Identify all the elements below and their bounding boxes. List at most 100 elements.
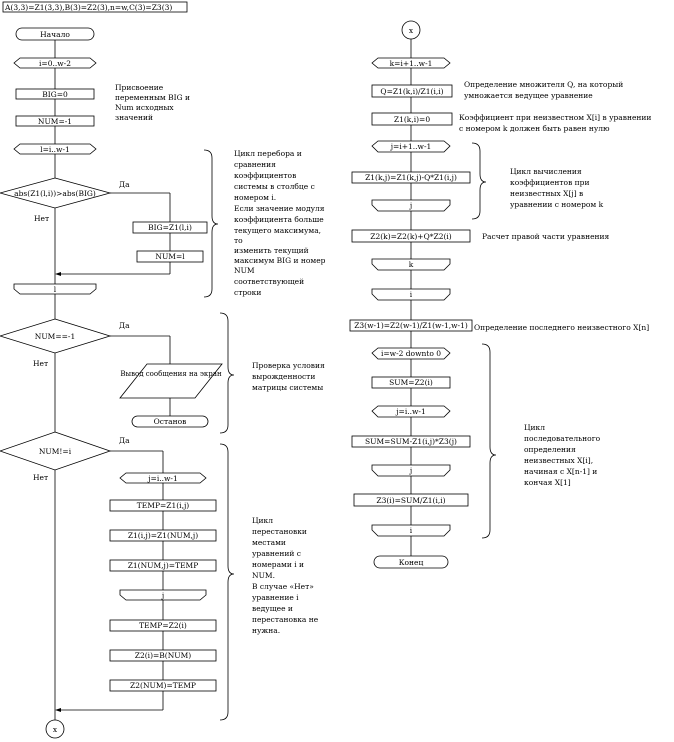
swap2-label: Z1(NUM,j)=TEMP [128,561,199,570]
note-coef: Цикл вычисления коэффициентов при неизве… [510,167,604,209]
big-set-label: BIG=Z1(l,i) [148,223,192,232]
swap3-label: Z2(i)=B(NUM) [135,651,192,660]
q-box [371,84,453,98]
start-terminal [15,27,95,41]
end-i-block [371,288,451,301]
note-rhs: Расчет правой части уравнения [482,232,610,241]
swap1-box [109,529,217,542]
brace-check [219,312,235,434]
abs-yes-label: Да [119,180,130,189]
num-yes-label: Да [119,321,130,330]
z1-upd-label: Z1(k,j)=Z1(k,j)-Q*Z1(i,j) [365,173,457,182]
z2-upd-label: Z2(k)=Z2(k)+Q*Z2(i) [370,232,452,241]
loop-k-block [371,57,451,69]
end-j-label: j [161,591,164,600]
note-compare: Цикл перебора и сравнения коэффициентов … [234,149,328,297]
neq-decision [0,431,112,471]
z3-last-label: Z3(w-1)=Z2(w-1)/Z1(w-1,w-1) [354,321,468,330]
num-decision [0,318,112,354]
loop-j-right-label: j=i+1..w-1 [390,142,432,151]
title-box [2,1,188,13]
brace-coef [471,142,487,220]
num-init-label: NUM=-1 [38,117,72,126]
start-label: Начало [40,30,70,39]
temp1-box [109,499,217,512]
z1-zero-box [371,112,453,126]
abs-decision [0,177,112,209]
sum-init-label: SUM=Z2(i) [389,378,433,387]
swap4-box [109,679,217,692]
temp2-label: TEMP=Z2(i) [139,621,187,630]
connector-x-bottom [45,719,65,739]
end-i2-label: i [410,526,413,535]
output-label: Вывод сообщения на экран [120,370,222,378]
note-swap: Цикл перестановки местами уравнений с но… [252,516,321,635]
end-l-label: l [54,285,57,294]
num-set-label: NUM=l [155,252,185,261]
loop-i-block [13,57,97,69]
connector-x-top [401,20,421,40]
title-text: A(3,3)=Z1(3,3),B(3)=Z2(3),n=w,C(3)=Z3(3) [4,3,172,12]
sum-init-box [371,376,451,389]
num-no-label: Нет [33,359,48,368]
note-back: Цикл последовательного определения неизв… [524,423,603,487]
end-k-label: k [409,260,414,269]
loop-k-label: k=i+1..w-1 [390,59,433,68]
note-last: Определение последнего неизвестного X[n] [474,323,649,332]
big-init-box [15,88,95,100]
end-i-label: i [410,290,413,299]
connector-x-bottom-label: x [53,725,58,734]
loop-j2-label: j=i..w-1 [395,407,426,416]
neq-no-label: Нет [33,473,48,482]
sum-upd-box [351,435,471,448]
z3-set-box [353,493,469,507]
end-i2-block [371,524,451,537]
loop-l-block [13,143,97,155]
brace-compare [203,149,219,298]
stop-terminal [131,415,209,428]
note-init: Присвоение переменным BIG и Num исходных… [115,83,192,122]
loop-j2-block [371,405,451,418]
z3-last-box [349,319,473,332]
output-parallelogram [119,363,223,399]
z2-upd-box [351,229,471,243]
swap3-box [109,649,217,662]
end-terminal [373,555,449,569]
note-check: Проверка условия вырожденности матрицы с… [252,361,327,392]
end-j-right-block [371,199,451,212]
loop-back-label: i=w-2 downto 0 [381,349,441,358]
neq-decision-label: NUM!=i [39,447,72,456]
end-j-right-label: j [409,201,412,210]
note-zero: Коэффициент при неизвестном X[i] в уравн… [459,113,654,133]
z1-zero-label: Z1(k,i)=0 [394,115,430,124]
loop-j-block [119,472,207,484]
loop-l-label: l=i..w-1 [40,145,70,154]
temp1-label: TEMP=Z1(i,j) [137,501,190,510]
num-init-box [15,115,95,127]
end-k-block [371,258,451,271]
neq-yes-label: Да [119,436,130,445]
brace-swap [219,443,235,721]
end-j2-label: j [409,466,412,475]
connector-x-top-label: x [409,26,414,35]
brace-back [481,343,497,539]
loop-i-label: i=0..w-2 [39,59,71,68]
sum-upd-label: SUM=SUM-Z1(i,j)*Z3(j) [365,437,457,446]
q-label: Q=Z1(k,i)/Z1(i,i) [380,87,443,96]
end-label: Конец [399,558,424,567]
loop-j-label: j=i..w-1 [147,474,178,483]
big-init-label: BIG=0 [42,90,68,99]
num-decision-label: NUM==-1 [35,332,75,341]
swap1-label: Z1(i,j)=Z1(NUM,j) [128,531,198,540]
abs-no-label: Нет [34,214,49,223]
end-j-block [119,589,207,601]
note-q: Определение множителя Q, на который умно… [464,80,626,100]
end-l-block [13,283,97,295]
loop-back-block [371,347,451,360]
swap2-box [109,559,217,572]
swap4-label: Z2(NUM)=TEMP [130,681,196,690]
z3-set-label: Z3(i)=SUM/Z1(i,i) [376,496,445,505]
end-j2-block [371,464,451,477]
abs-decision-label: abs(Z1(l,i))>abs(BIG) [14,189,96,198]
